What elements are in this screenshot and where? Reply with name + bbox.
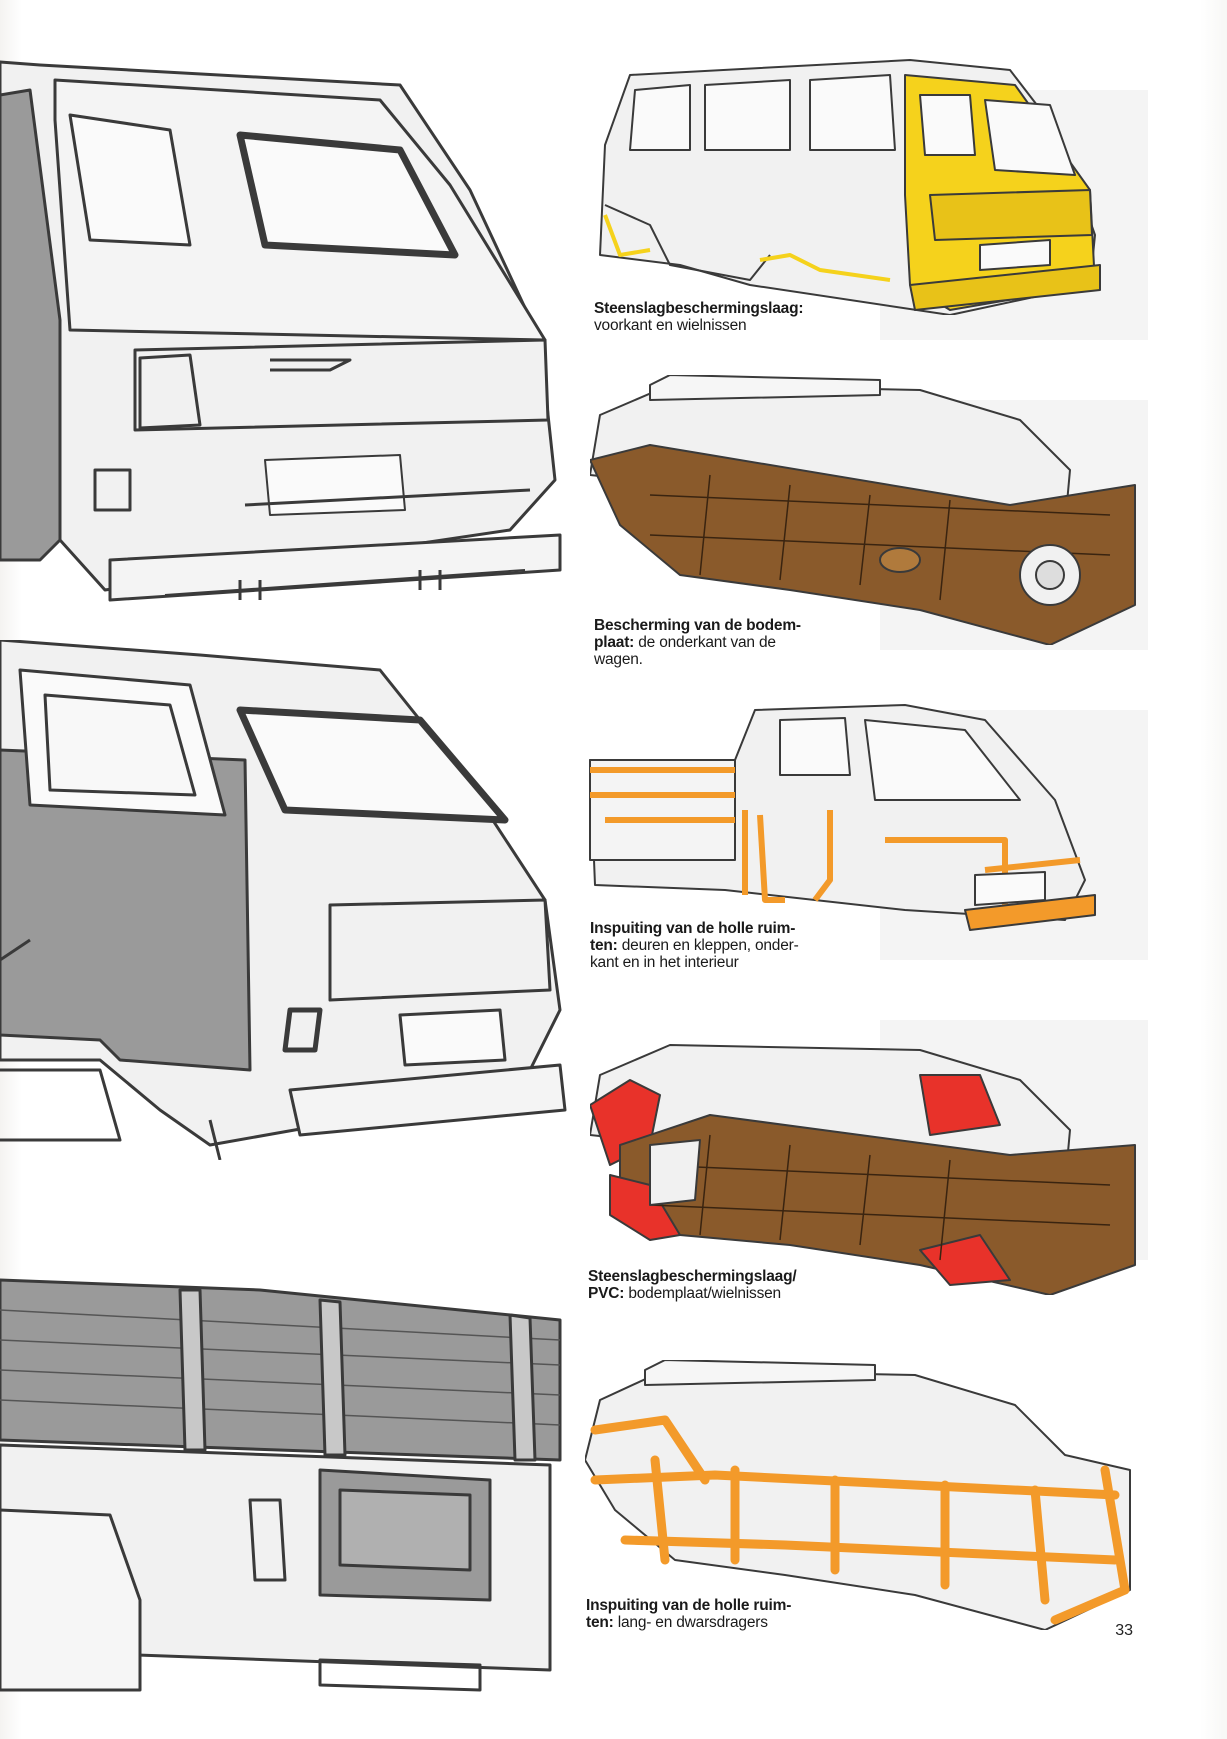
double-cab-orange-drawing xyxy=(589,704,1096,931)
caption-5-bold2: ten: xyxy=(586,1614,614,1631)
caption-4-bold2: PVC: xyxy=(588,1285,625,1302)
caption-4: Steenslagbeschermingslaag/ PVC: bodempla… xyxy=(588,1268,797,1302)
van-yellow-drawing xyxy=(599,59,1101,315)
caption-2-text2: wagen. xyxy=(594,651,643,668)
page-number: 33 xyxy=(1115,1622,1133,1639)
caption-3-text2: kant en in het interieur xyxy=(590,954,739,971)
caption-4-bold: Steenslagbeschermingslaag/ xyxy=(588,1268,797,1285)
underbody-brown-drawing xyxy=(590,375,1136,645)
caption-1: Steenslagbeschermingslaag: voorkant en w… xyxy=(594,300,803,334)
caption-5-text: lang- en dwarsdragers xyxy=(617,1614,768,1631)
caption-4-text: bodemplaat/wielnissen xyxy=(628,1285,781,1302)
caption-2-bold2: plaat: xyxy=(594,634,635,651)
caption-2-text: de onderkant van de xyxy=(638,634,776,651)
caption-1-text: voorkant en wielnissen xyxy=(594,317,747,334)
caption-3: Inspuiting van de holle ruim- ten: deure… xyxy=(590,920,799,971)
caption-2: Bescherming van de bodem- plaat: de onde… xyxy=(594,617,801,668)
pickup-bed-drawing xyxy=(0,1278,562,1692)
double-cab-rear-drawing xyxy=(0,640,567,1160)
van-rear-drawing xyxy=(0,60,562,602)
caption-5-bold: Inspuiting van de holle ruim- xyxy=(586,1597,792,1614)
caption-1-bold: Steenslagbeschermingslaag: xyxy=(594,300,804,317)
caption-3-bold2: ten: xyxy=(590,937,618,954)
underbody-red-drawing xyxy=(590,1044,1136,1295)
caption-2-bold: Bescherming van de bodem- xyxy=(594,617,801,634)
caption-3-text: deuren en kleppen, onder- xyxy=(621,937,799,954)
caption-5: Inspuiting van de holle ruim- ten: lang-… xyxy=(586,1597,791,1631)
caption-3-bold: Inspuiting van de holle ruim- xyxy=(590,920,796,937)
underbody-orange-drawing xyxy=(585,1360,1131,1630)
